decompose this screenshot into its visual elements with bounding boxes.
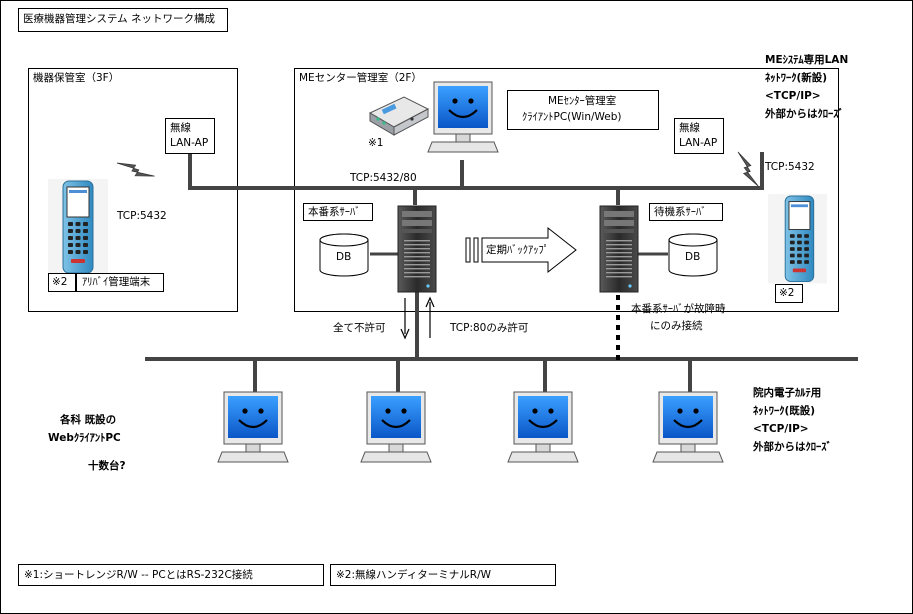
reader-mark: ※1: [368, 137, 384, 149]
short-range-reader-icon: [368, 96, 430, 136]
web-client-pc-2-icon: [359, 390, 433, 464]
web-client-pc-3-icon: [506, 390, 580, 464]
standby-server-label: 待機系ｻｰﾊﾞ: [649, 203, 723, 221]
me-center-room-label: MEセンター管理室（2F）: [299, 72, 422, 84]
note1-box: ※1:ショートレンジR/W -- PCとはRS-232C接続: [18, 564, 324, 586]
handheld-terminal-right-icon: [768, 194, 827, 284]
client-count: 十数台?: [88, 460, 126, 472]
me-lan-line2: ﾈｯﾄﾜｰｸ(新設): [765, 72, 828, 84]
web-client-pc-1-icon: [216, 390, 290, 464]
backup-label: 定期ﾊﾞｯｸｱｯﾌﾟ: [486, 244, 549, 256]
db-right-label: DB: [685, 251, 701, 263]
ehr-lan-line2: ﾈｯﾄﾜｰｸ(既設): [753, 405, 816, 417]
web-clients-line2: WebｸﾗｲｱﾝﾄPC: [48, 432, 121, 444]
db-left-label: DB: [336, 251, 352, 263]
standby-server-icon: [599, 205, 639, 293]
primary-server-label: 本番系ｻｰﾊﾞ: [303, 203, 373, 221]
client-pc-label: MEｾﾝﾀｰ管理室 ｸﾗｲｱﾝﾄPC(Win/Web): [507, 90, 659, 130]
failover-line1: 本番系ｻｰﾊﾞが故障時: [631, 303, 726, 315]
ehr-lan-line3: <TCP/IP>: [753, 423, 809, 435]
client-pc-icon: [426, 80, 500, 154]
lan-ap-right: 無線 LAN-AP: [674, 118, 724, 154]
deny-all-label: 全て不許可: [333, 322, 386, 334]
title-box: 医療機器管理システム ネットワーク構成: [18, 8, 228, 32]
terminal-left-mark: ※2: [48, 273, 76, 292]
me-lan-line4: 外部からはｸﾛｰｽﾞ: [765, 108, 844, 120]
note1: ※1:ショートレンジR/W -- PCとはRS-232C接続: [24, 569, 253, 581]
tcp-left-label: TCP:5432: [117, 210, 167, 222]
me-lan-line3: <TCP/IP>: [765, 90, 821, 102]
failover-line2: にのみ接続: [650, 320, 703, 332]
ehr-lan-line1: 院内電子ｶﾙﾃ用: [753, 387, 822, 399]
backup-bar: [465, 237, 471, 263]
ehr-lan-line4: 外部からはｸﾛｰｽﾞ: [753, 441, 832, 453]
backup-arrow: [481, 226, 577, 274]
wireless-left-icon: [116, 152, 155, 188]
note2: ※2:無線ハンディターミナルR/W: [336, 569, 491, 581]
note2-box: ※2:無線ハンディターミナルR/W: [330, 564, 556, 586]
web-clients-line1: 各科 既設の: [60, 414, 117, 426]
storage-room-label: 機器保管室（3F）: [33, 72, 120, 84]
allow-80-label: TCP:80のみ許可: [450, 322, 529, 334]
terminal-right-mark: ※2: [775, 284, 803, 303]
terminal-left-label: ｱﾘﾊﾞｲ管理端末: [76, 273, 164, 292]
tcp-center-label: TCP:5432/80: [350, 172, 417, 184]
page-title: 医療機器管理システム ネットワーク構成: [23, 13, 216, 25]
handheld-terminal-left-icon: [48, 179, 108, 275]
me-lan-line1: MEｼｽﾃﾑ専用LAN: [765, 54, 849, 66]
primary-server-icon: [397, 205, 437, 293]
tcp-right-label: TCP:5432: [765, 161, 815, 173]
lan-ap-left: 無線 LAN-AP: [165, 118, 215, 154]
web-client-pc-4-icon: [651, 390, 725, 464]
